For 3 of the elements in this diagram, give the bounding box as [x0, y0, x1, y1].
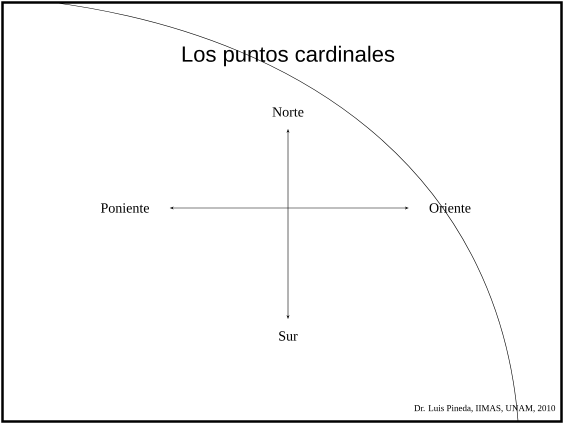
point-label: Sur — [279, 331, 298, 341]
point-label: Norte — [272, 107, 304, 117]
point-label: Poniente — [100, 203, 150, 213]
